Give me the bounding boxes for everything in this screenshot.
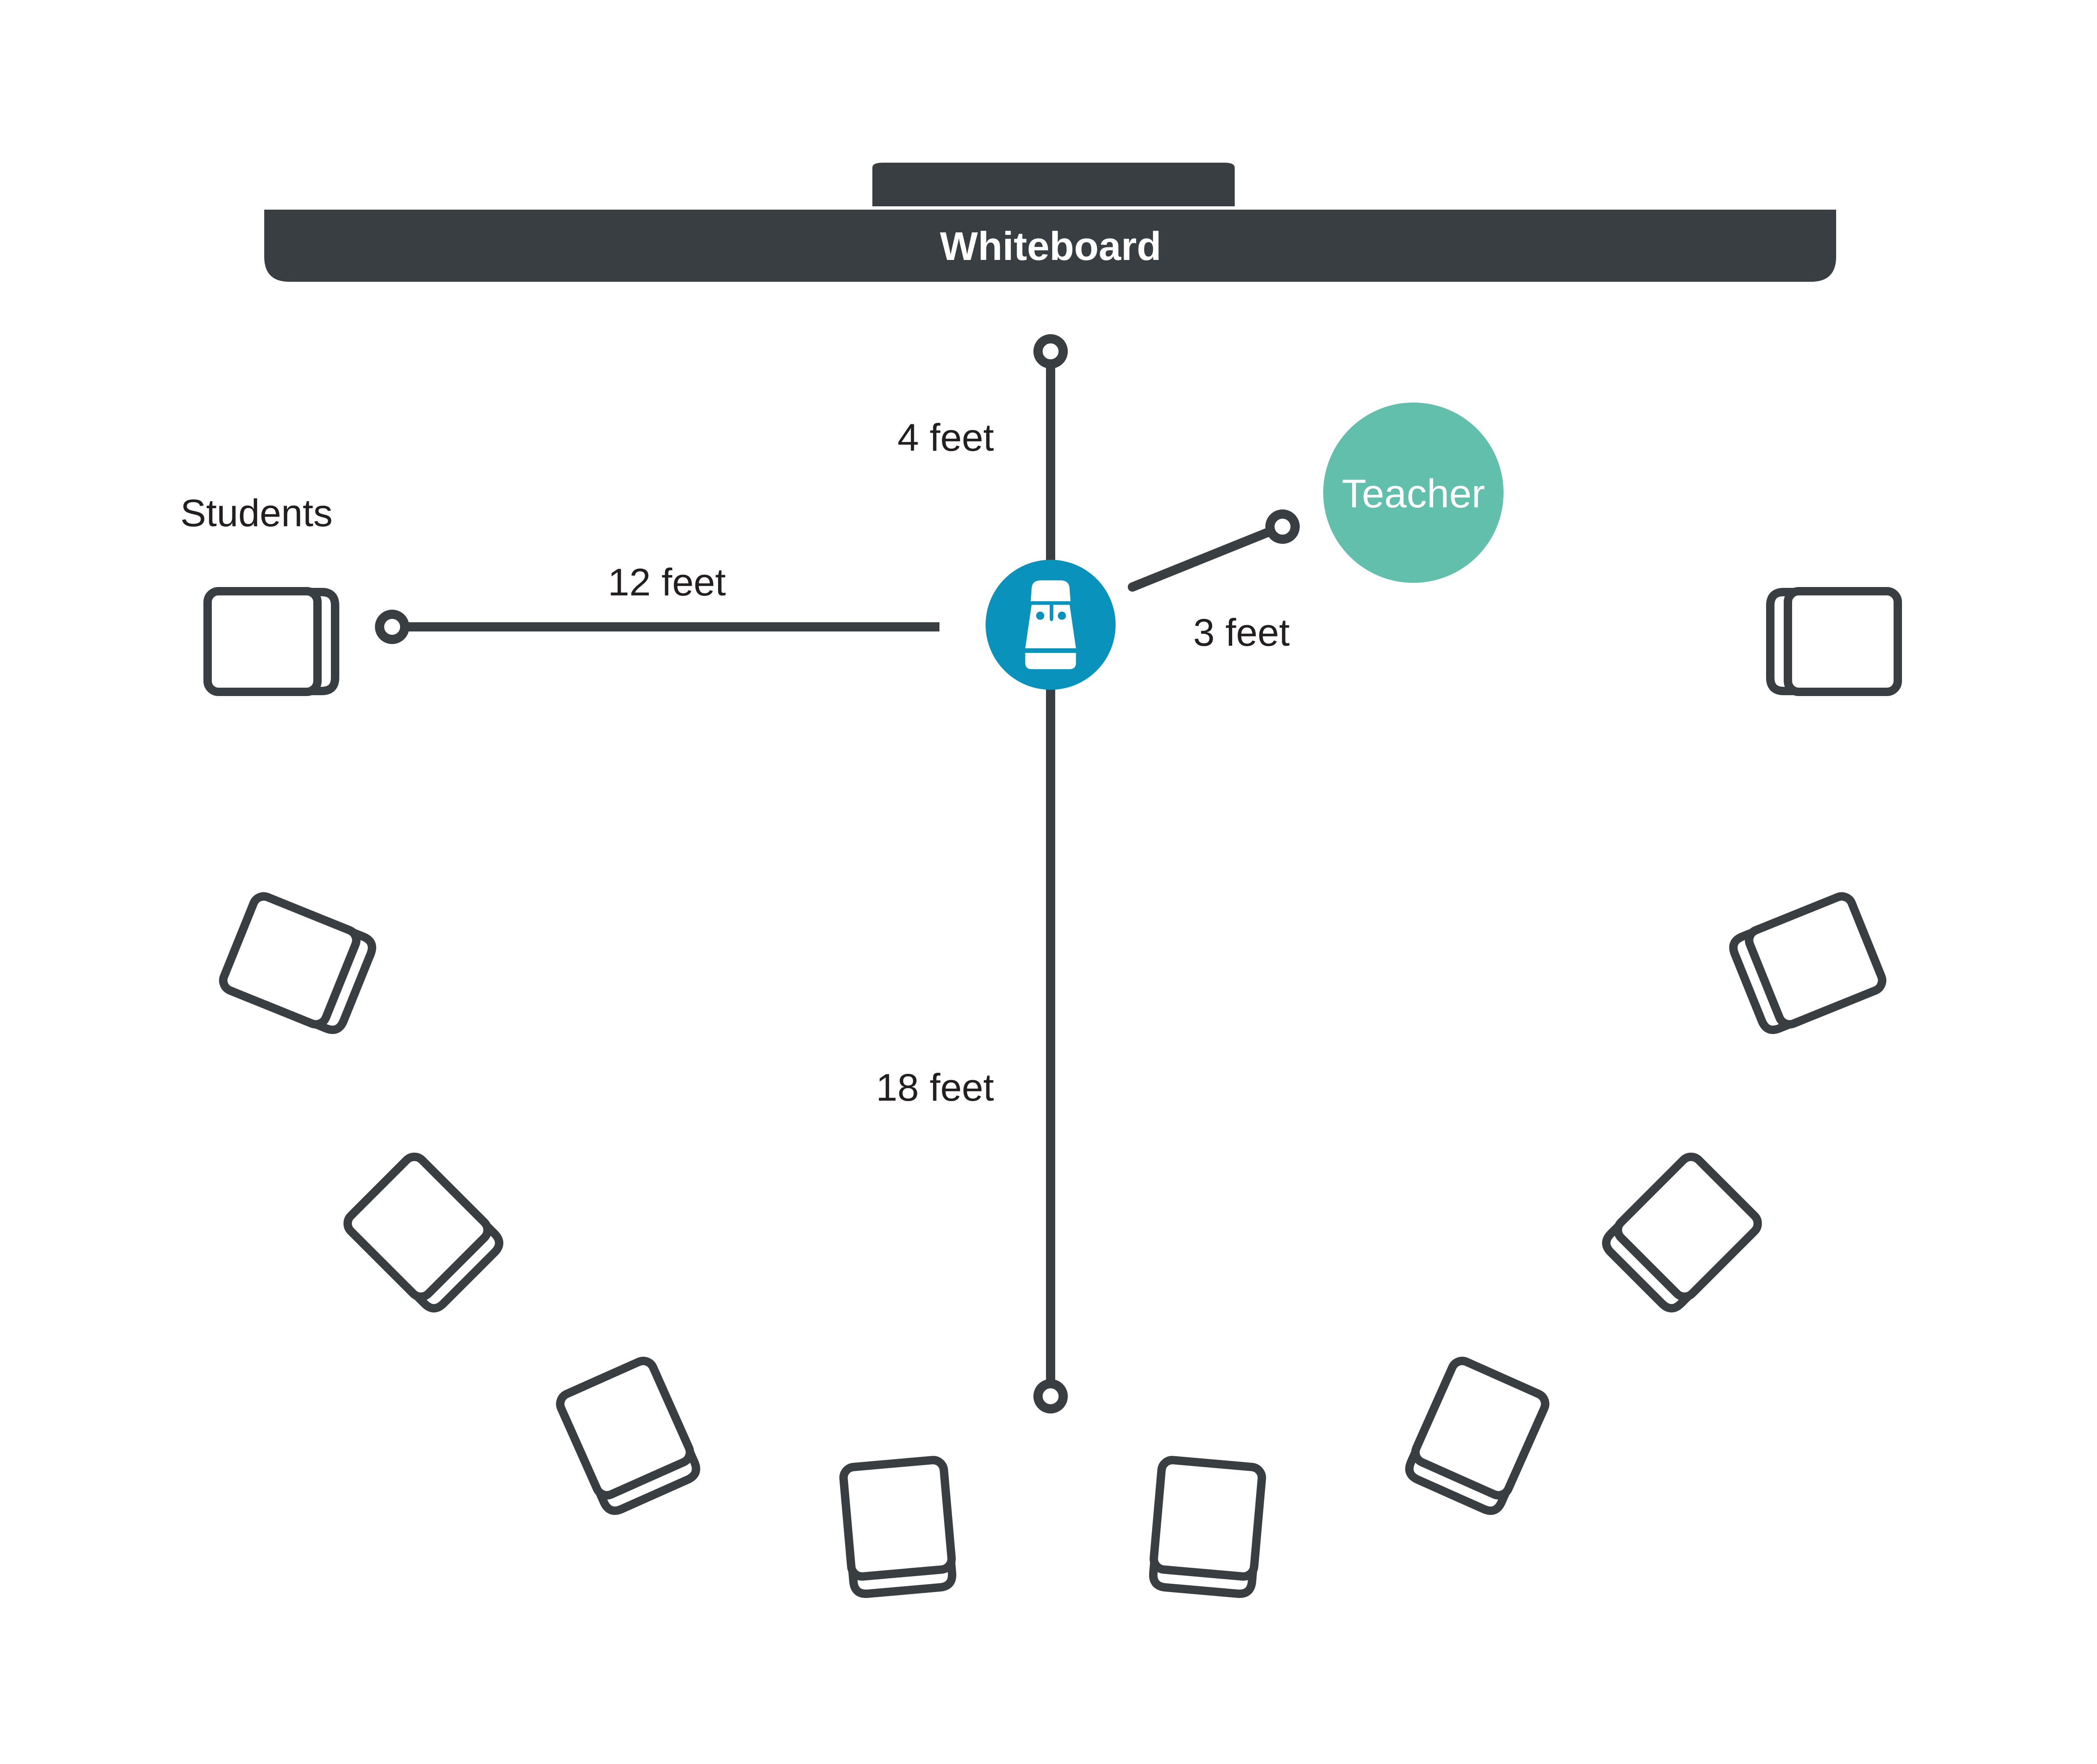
measurement-device-to-teacher: 3 feet (1128, 509, 1300, 654)
smart-speaker-icon (1025, 580, 1076, 669)
chair-icon (220, 893, 376, 1034)
measurement-endpoint-4ft (1033, 334, 1068, 369)
whiteboard-label: Whiteboard (940, 224, 1161, 269)
chair-icon (208, 591, 335, 692)
chair-icon (1730, 893, 1886, 1034)
whiteboard: Whiteboard (264, 163, 1836, 282)
measurement-device-to-farthest-student: 18 feet (876, 688, 1068, 1413)
chair-icon (557, 1357, 700, 1515)
measurement-label-18ft: 18 feet (876, 1066, 994, 1109)
chair-icon (1405, 1357, 1549, 1515)
measurement-endpoint-3ft (1265, 509, 1300, 544)
students-label: Students (180, 492, 333, 535)
measurement-label-4ft: 4 feet (898, 416, 994, 459)
measurement-label-3ft: 3 feet (1193, 611, 1290, 654)
chair-icon (843, 1459, 954, 1595)
measurement-endpoint-12ft (375, 610, 409, 644)
chair-icon (343, 1152, 505, 1314)
measurement-line-3ft (1128, 528, 1272, 592)
chair-icon (1151, 1459, 1263, 1595)
teacher-circle[interactable] (1323, 403, 1504, 583)
chair-icon (1770, 591, 1898, 692)
teacher-label: Teacher (1342, 471, 1485, 516)
device-marker[interactable] (986, 560, 1116, 690)
teacher-marker[interactable]: Teacher (1323, 403, 1504, 583)
measurement-device-to-nearest-student: 12 feet (375, 561, 939, 644)
measurement-label-12ft: 12 feet (608, 561, 726, 604)
measurement-endpoint-18ft (1033, 1379, 1068, 1413)
measurement-device-to-whiteboard: 4 feet (898, 334, 1068, 564)
whiteboard-bar (264, 210, 1836, 282)
whiteboard-tray (872, 163, 1235, 206)
chair-icon (1601, 1152, 1762, 1314)
